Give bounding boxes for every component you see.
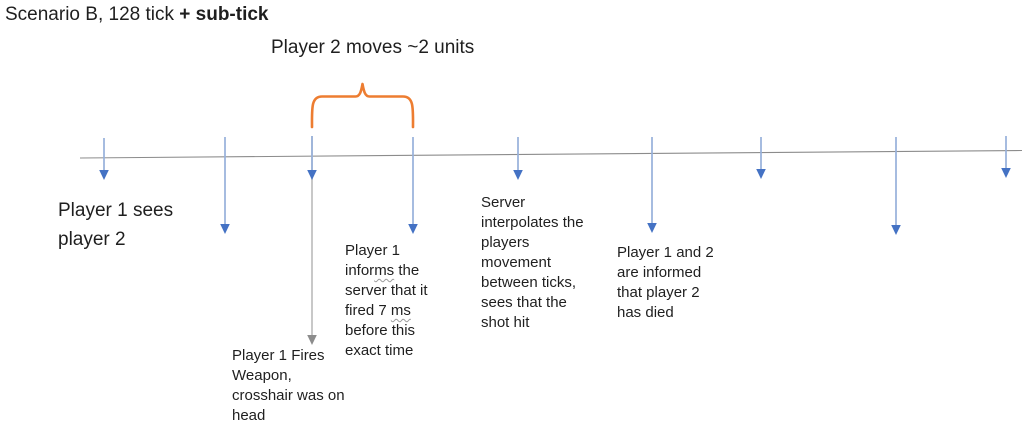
annotation-line: shot hit	[481, 314, 530, 331]
annotation-line: exact time	[345, 342, 414, 359]
annotation-line: player 2	[58, 229, 126, 250]
annotation-server-interpolates-shot-hit: Server interpolates the players movement bet…	[481, 193, 584, 333]
page-title-bold: + sub-tick	[179, 4, 269, 25]
annotation-line: players	[481, 234, 530, 251]
annotation-line: between ticks,	[481, 274, 577, 291]
tick-arrow-9	[1001, 136, 1011, 178]
annotation-line: movement	[481, 254, 552, 271]
tick-arrow-7	[756, 137, 766, 179]
annotation-line: Server	[481, 194, 526, 211]
annotation-line: before this	[345, 322, 416, 339]
annotation-line: has died	[617, 304, 674, 321]
tick-arrow-5	[513, 137, 523, 180]
annotation-line: crosshair was on	[232, 387, 345, 404]
annotation-line: Player 1 and 2	[617, 244, 714, 261]
annotation-line: fired 7 ms	[345, 302, 411, 319]
tick-arrow-2	[220, 137, 230, 234]
spellcheck-underlined-word: ms	[374, 262, 395, 279]
annotation-line: informs the	[345, 262, 420, 279]
tick-arrow-8	[891, 137, 901, 235]
tick-arrow-6	[647, 137, 657, 233]
annotation-line: are informed	[617, 264, 702, 281]
page-title-regular: Scenario B, 128 tick	[5, 4, 180, 25]
annotation-line: server that it	[345, 282, 428, 299]
page-title: Scenario B, 128 tick + sub-tick	[5, 4, 269, 26]
spellcheck-underlined-word: ms	[390, 302, 411, 319]
tick-arrow-1	[99, 138, 109, 180]
tick-arrow-3	[307, 136, 317, 180]
annotation-line: Weapon,	[232, 367, 292, 384]
annotation-line: that player 2	[617, 284, 700, 301]
tick-arrow-4	[408, 137, 418, 234]
brace-label: Player 2 moves ~2 units	[271, 37, 475, 58]
annotation-players-informed-death: Player 1 and 2 are informed that player 2 h…	[617, 243, 714, 323]
annotation-line: sees that the	[481, 294, 567, 311]
annotation-line: Player 1 sees	[58, 200, 174, 221]
annotation-line: head	[232, 407, 266, 424]
annotation-line: interpolates the	[481, 214, 584, 231]
annotation-player1-informs-server: Player 1 informs the server that it fired 7…	[345, 241, 428, 361]
brace	[310, 82, 415, 129]
timeline-line	[79, 149, 1023, 159]
annotation-player1-sees-player2: Player 1 sees player 2	[58, 196, 173, 254]
annotation-line: Player 1	[345, 242, 401, 259]
annotation-line: Player 1 Fires	[232, 347, 325, 364]
